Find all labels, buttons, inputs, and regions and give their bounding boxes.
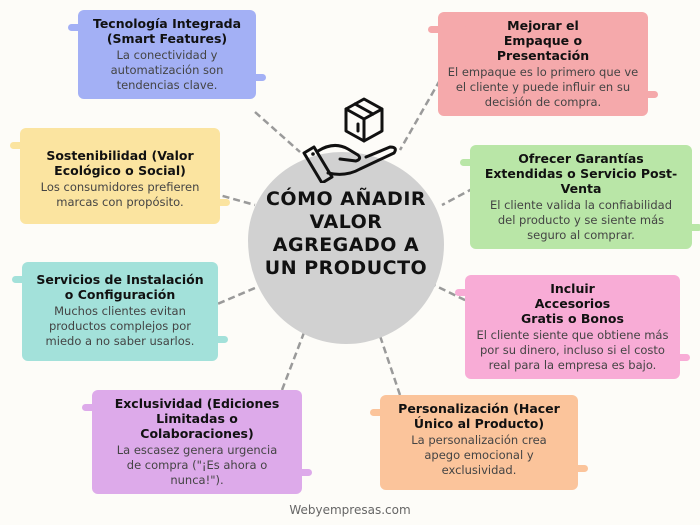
- card-personalizacion: Personalización (Hacer Único al Producto…: [370, 395, 588, 490]
- card-tecnologia: Tecnología Integrada (Smart Features) La…: [68, 10, 266, 99]
- card-title: Incluir Accesorios Gratis o Bonos: [521, 281, 624, 326]
- card-desc: La escasez genera urgencia de compra ("¡…: [116, 443, 278, 487]
- card-title: Ofrecer Garantías Extendidas o Servicio …: [484, 151, 678, 196]
- card-bg: [460, 145, 700, 249]
- card-desc: La personalización crea apego emocional …: [411, 433, 547, 477]
- center-blob: [248, 152, 444, 344]
- card-bg: [82, 390, 312, 494]
- card-sostenibilidad: Sostenibilidad (Valor Ecológico o Social…: [10, 128, 230, 224]
- card-bg: [428, 12, 658, 116]
- center-title-line: AGREGADO A: [272, 234, 420, 256]
- card-desc: Los consumidores prefieren marcas con pr…: [40, 180, 200, 209]
- card-desc: El cliente siente que obtiene más por su…: [476, 328, 669, 372]
- footer-credit: Webyempresas.com: [289, 503, 411, 517]
- card-bg: [68, 10, 266, 99]
- center-title-line: UN PRODUCTO: [264, 257, 428, 279]
- card-title: Personalización (Hacer Único al Producto…: [398, 401, 560, 431]
- card-instalacion: Servicios de Instalación o Configuración…: [12, 262, 228, 361]
- card-bg: [10, 128, 230, 224]
- card-accesorios: Incluir Accesorios Gratis o Bonos El cli…: [455, 275, 690, 379]
- card-exclusividad: Exclusividad (Ediciones Limitadas o Cola…: [82, 390, 312, 494]
- center-title-line: VALOR: [309, 211, 383, 233]
- card-title: Servicios de Instalación o Configuración: [36, 272, 204, 302]
- card-bg: [370, 395, 588, 490]
- center-title-line: CÓMO AÑADIR: [265, 188, 427, 210]
- card-bg: [455, 275, 690, 379]
- hand-holding-box-icon: [302, 97, 397, 183]
- card-desc: Muchos clientes evitan productos complej…: [45, 304, 195, 348]
- card-title: Sostenibilidad (Valor Ecológico o Social…: [46, 148, 194, 178]
- card-desc: El empaque es lo primero que ve el clien…: [447, 65, 639, 109]
- card-title: Exclusividad (Ediciones Limitadas o Cola…: [114, 396, 280, 441]
- card-desc: El cliente valida la confiabilidad del p…: [489, 198, 673, 242]
- card-title: Tecnología Integrada (Smart Features): [92, 16, 242, 46]
- card-bg: [12, 262, 228, 361]
- card-empaque: Mejorar el Empaque o Presentación El emp…: [428, 12, 658, 116]
- card-desc: La conectividad y automatización son ten…: [110, 48, 224, 92]
- card-garantias: Ofrecer Garantías Extendidas o Servicio …: [460, 145, 700, 249]
- center-title: CÓMO AÑADIR VALOR AGREGADO A UN PRODUCTO: [248, 188, 444, 280]
- card-title: Mejorar el Empaque o Presentación: [496, 18, 590, 63]
